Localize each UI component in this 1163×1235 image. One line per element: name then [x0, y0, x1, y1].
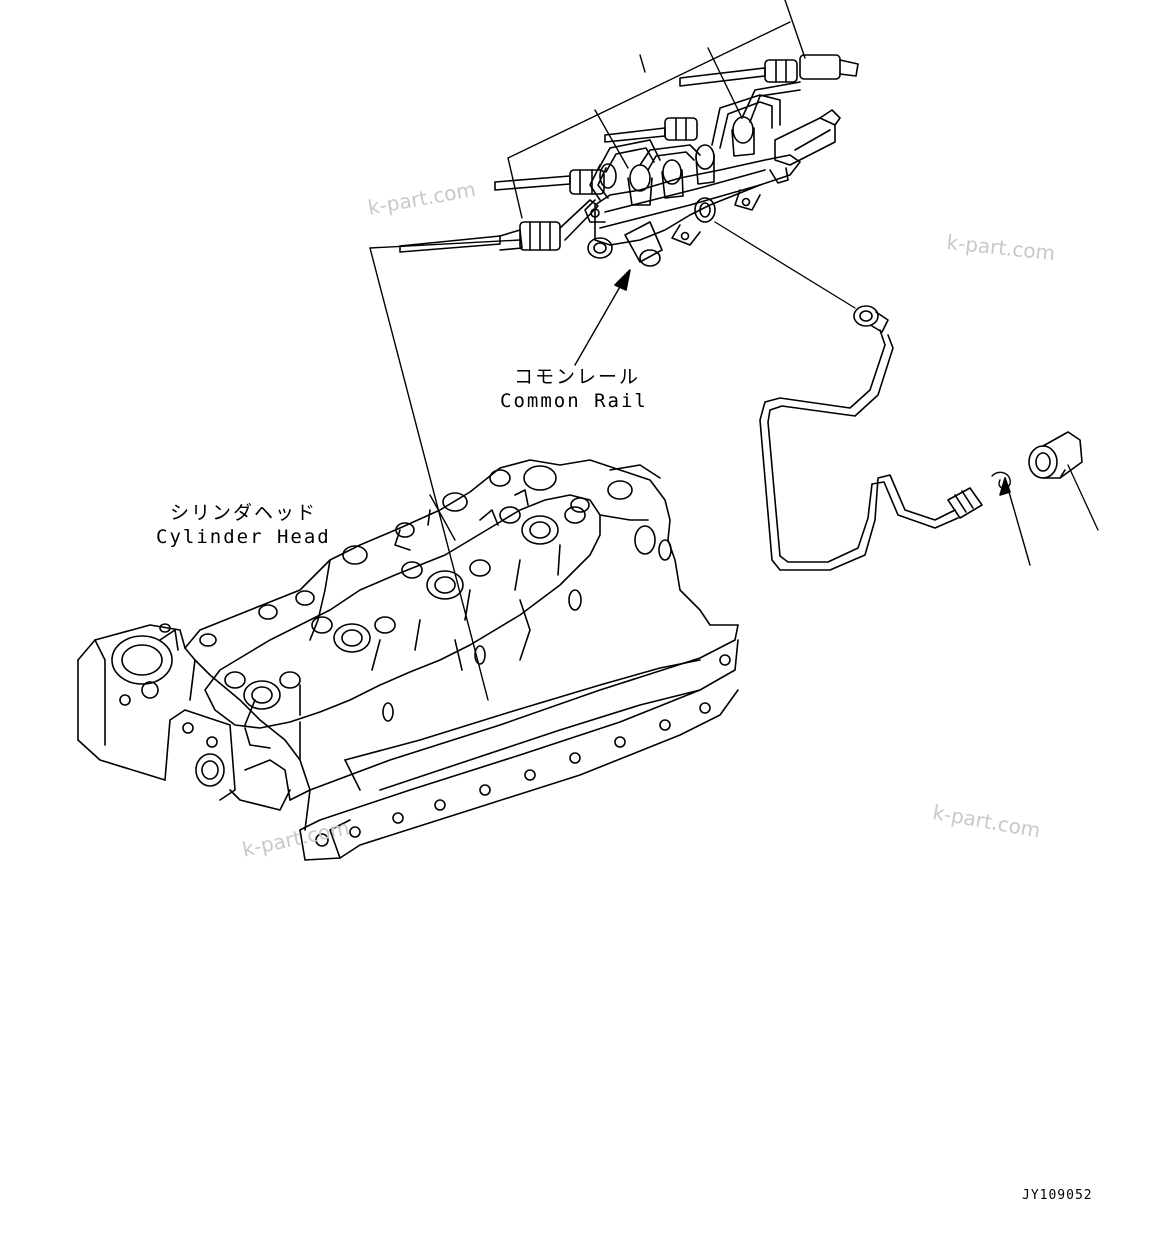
common-rail-label-en: Common Rail [500, 390, 648, 412]
common-rail-label-jp: コモンレール [514, 366, 641, 388]
cylinder-head [77, 459, 739, 861]
common-rail-arrow [574, 269, 631, 366]
drawing-code: JY109052 [1022, 1188, 1093, 1203]
injectors [399, 54, 859, 253]
cylinder-head-label-jp: シリンダヘッド [170, 502, 318, 524]
cap-part [1028, 431, 1099, 531]
fuel-feed-pipe [714, 221, 1031, 571]
injector-leader-lines [369, 0, 806, 701]
cylinder-head-label-en: Cylinder Head [156, 526, 331, 548]
common-rail-assembly [584, 109, 841, 267]
